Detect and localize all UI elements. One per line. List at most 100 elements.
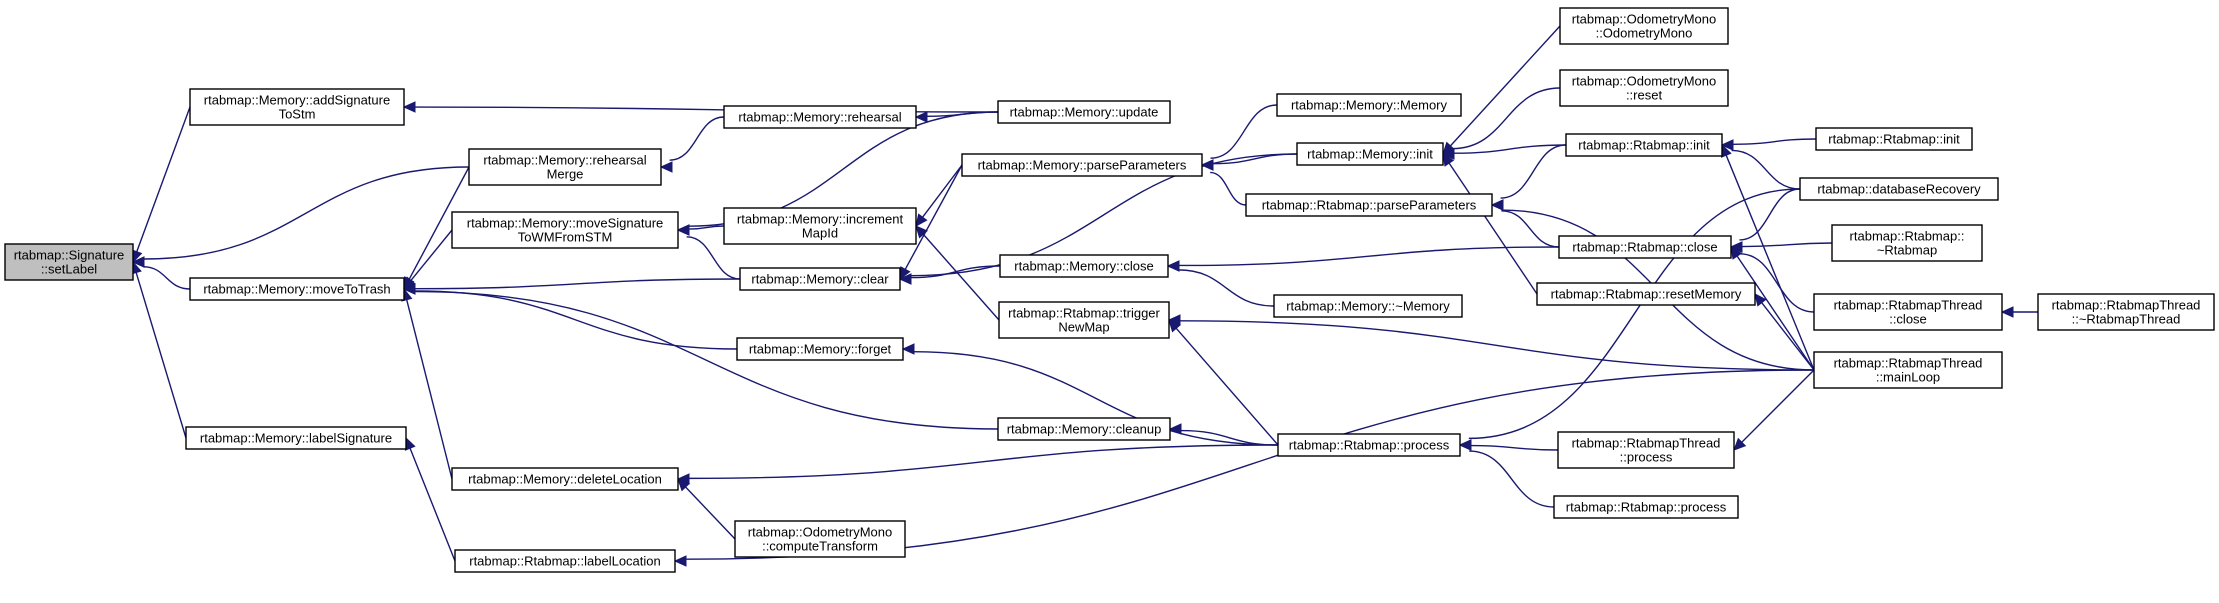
node-rtabParse[interactable]: rtabmap::Rtabmap::parseParameters bbox=[1245, 193, 1493, 217]
edge-line bbox=[688, 444, 1279, 480]
node-label: ::setLabel bbox=[41, 261, 97, 276]
edge-line bbox=[685, 486, 736, 540]
node-box bbox=[997, 417, 1171, 441]
edge-rtabParse-to-memParse bbox=[1200, 159, 1247, 206]
node-box bbox=[2037, 293, 2215, 331]
node-labelSignature[interactable]: rtabmap::Memory::labelSignature bbox=[185, 426, 407, 450]
node-label: rtabmap::Memory::forget bbox=[749, 341, 892, 356]
node-memInit[interactable]: rtabmap::Memory::init bbox=[1296, 142, 1444, 166]
arrowhead bbox=[1168, 423, 1182, 435]
arrowhead bbox=[901, 343, 915, 355]
node-box bbox=[1813, 293, 2003, 331]
node-box bbox=[997, 100, 1171, 124]
node-cleanup[interactable]: rtabmap::Memory::cleanup bbox=[997, 417, 1171, 441]
node-forget[interactable]: rtabmap::Memory::forget bbox=[736, 337, 904, 361]
edge-line bbox=[1175, 327, 1279, 446]
edge-line bbox=[669, 116, 725, 161]
node-dbRecovery[interactable]: rtabmap::databaseRecovery bbox=[1799, 177, 1999, 201]
node-memClose[interactable]: rtabmap::Memory::close bbox=[999, 254, 1169, 278]
node-label: rtabmap::Rtabmap:: bbox=[1850, 228, 1965, 243]
node-odoCtor[interactable]: rtabmap::OdometryMono::OdometryMono bbox=[1559, 7, 1729, 45]
edge-line bbox=[414, 290, 738, 350]
node-label: rtabmap::Memory::update bbox=[1010, 104, 1159, 119]
edge-threadDtor-to-threadClose bbox=[2000, 306, 2039, 318]
edge-line bbox=[143, 166, 470, 260]
node-label: MapId bbox=[802, 225, 838, 240]
node-rtabClose[interactable]: rtabmap::Rtabmap::close bbox=[1558, 235, 1732, 259]
node-label: rtabmap::Memory::labelSignature bbox=[200, 430, 392, 445]
edge-line bbox=[1725, 154, 1815, 371]
arrowhead bbox=[914, 111, 928, 123]
node-moveSigWM[interactable]: rtabmap::Memory::moveSignatureToWMFromST… bbox=[451, 211, 679, 249]
node-rtabInit2[interactable]: rtabmap::Rtabmap::init bbox=[1815, 127, 1973, 151]
node-memParse[interactable]: rtabmap::Memory::parseParameters bbox=[961, 153, 1203, 177]
node-label: rtabmap::Rtabmap::labelLocation bbox=[469, 553, 661, 568]
node-mainLoop[interactable]: rtabmap::RtabmapThread::mainLoop bbox=[1813, 351, 2003, 389]
node-label: rtabmap::Memory::~Memory bbox=[1286, 298, 1450, 313]
edge-rtabInit2-to-rtabInit bbox=[1720, 138, 1817, 151]
arrowhead bbox=[659, 161, 673, 173]
node-threadClose[interactable]: rtabmap::RtabmapThread::close bbox=[1813, 293, 2003, 331]
edge-line bbox=[1736, 255, 1815, 371]
node-box bbox=[1565, 133, 1723, 157]
edge-threadProcess-to-process bbox=[1458, 439, 1559, 451]
node-memCtor[interactable]: rtabmap::Memory::Memory bbox=[1276, 93, 1462, 117]
node-rtabProcess2[interactable]: rtabmap::Rtabmap::process bbox=[1553, 495, 1739, 519]
node-moveToTrash[interactable]: rtabmap::Memory::moveToTrash bbox=[189, 277, 405, 301]
edge-line bbox=[1739, 253, 1815, 313]
node-label: rtabmap::Memory::parseParameters bbox=[978, 157, 1187, 172]
node-box bbox=[4, 243, 134, 281]
node-threadProcess[interactable]: rtabmap::RtabmapThread::process bbox=[1557, 431, 1735, 469]
node-label: ::reset bbox=[1626, 87, 1663, 102]
node-resetMemory[interactable]: rtabmap::Rtabmap::resetMemory bbox=[1536, 282, 1756, 306]
node-rtabInit[interactable]: rtabmap::Rtabmap::init bbox=[1565, 133, 1723, 157]
arrowhead bbox=[915, 213, 928, 227]
edges-layer bbox=[130, 25, 2039, 567]
edge-resetMemory-to-memInit bbox=[1442, 152, 1538, 295]
node-box bbox=[1277, 433, 1461, 457]
node-rtabDtor[interactable]: rtabmap::Rtabmap::~Rtabmap bbox=[1831, 224, 1983, 262]
node-box bbox=[1536, 282, 1756, 306]
node-label: rtabmap::OdometryMono bbox=[748, 524, 893, 539]
node-deleteLocation[interactable]: rtabmap::Memory::deleteLocation bbox=[451, 467, 679, 491]
node-threadDtor[interactable]: rtabmap::RtabmapThread::~RtabmapThread bbox=[2037, 293, 2215, 331]
node-label: rtabmap::Memory::deleteLocation bbox=[468, 471, 662, 486]
edge-update-to-rehearsal bbox=[914, 111, 999, 123]
edge-line bbox=[1469, 450, 1555, 508]
arrowhead bbox=[1442, 152, 1455, 167]
edge-clear-to-moveSigWM bbox=[676, 224, 741, 280]
node-label: ::process bbox=[1620, 449, 1673, 464]
node-clear[interactable]: rtabmap::Memory::clear bbox=[739, 267, 901, 291]
node-box bbox=[734, 520, 906, 558]
edge-moveSigWM-to-moveToTrash bbox=[403, 229, 453, 290]
arrowhead bbox=[915, 225, 928, 239]
edge-computeTransform-to-deleteLocation bbox=[677, 478, 736, 540]
node-box bbox=[723, 207, 917, 245]
node-memDtor[interactable]: rtabmap::Memory::~Memory bbox=[1273, 294, 1463, 318]
edge-line bbox=[1468, 188, 1801, 440]
edge-mainLoop-to-resetMemory bbox=[1754, 293, 1815, 371]
arrowhead bbox=[677, 478, 691, 492]
node-label: rtabmap::Rtabmap::process bbox=[1566, 499, 1727, 514]
arrowhead bbox=[1754, 293, 1767, 307]
node-setLabel[interactable]: rtabmap::Signature::setLabel bbox=[4, 243, 134, 281]
node-label: rtabmap::Rtabmap::init bbox=[1828, 131, 1960, 146]
node-process[interactable]: rtabmap::Rtabmap::process bbox=[1277, 433, 1461, 457]
node-computeTransform[interactable]: rtabmap::OdometryMono::computeTransform bbox=[734, 520, 906, 558]
edge-line bbox=[1470, 444, 1559, 451]
edge-line bbox=[408, 166, 470, 280]
node-labelLocation[interactable]: rtabmap::Rtabmap::labelLocation bbox=[454, 549, 676, 573]
node-odoReset[interactable]: rtabmap::OdometryMono::reset bbox=[1559, 69, 1729, 107]
edge-rehearsalMerge-to-setLabel bbox=[131, 166, 470, 268]
node-rehearsal[interactable]: rtabmap::Memory::rehearsal bbox=[723, 105, 917, 129]
node-box bbox=[189, 277, 405, 301]
node-update[interactable]: rtabmap::Memory::update bbox=[997, 100, 1171, 124]
edge-line bbox=[1741, 369, 1815, 443]
node-box bbox=[1553, 495, 1739, 519]
arrowhead bbox=[1720, 139, 1734, 151]
